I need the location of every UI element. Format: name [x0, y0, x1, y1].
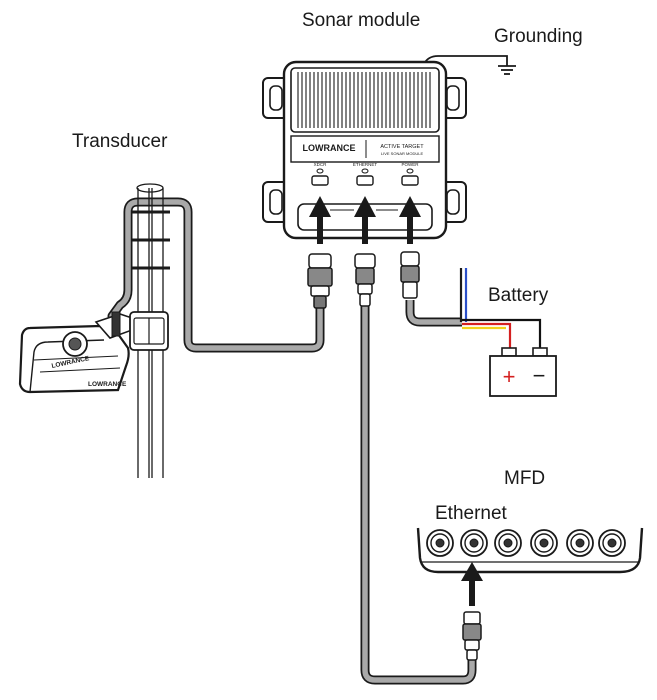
- ethernet-port-icon: [356, 175, 374, 186]
- mfd-port-icon: [530, 529, 558, 557]
- mfd-ethernet-connector: [462, 611, 482, 661]
- module-arrows: [309, 196, 421, 244]
- arrow-up-icon: [309, 196, 331, 217]
- mfd-ethernet-port-icon: [460, 529, 488, 557]
- battery-positive-terminal: [501, 347, 517, 357]
- arrow-up-icon: [461, 562, 483, 581]
- battery-plus-sign: +: [503, 364, 516, 389]
- battery-body: [489, 355, 557, 397]
- ethernet-cable: [360, 305, 477, 685]
- grounding-label: Grounding: [494, 26, 583, 47]
- power-wires: [459, 268, 542, 350]
- arrow-up-icon: [399, 196, 421, 217]
- power-connector: [400, 251, 420, 299]
- ethernet-label: Ethernet: [435, 503, 507, 524]
- transducer: LOWRANCE LOWRANCE: [18, 311, 169, 394]
- mfd-port-icon: [494, 529, 522, 557]
- transducer-label: Transducer: [72, 131, 168, 152]
- mfd-port-icon: [598, 529, 626, 557]
- transducer-brand-text-2: LOWRANCE: [88, 381, 127, 388]
- battery-label: Battery: [488, 285, 549, 306]
- mfd-port-icon: [426, 529, 454, 557]
- port-label-power: POWER: [401, 162, 419, 167]
- mfd-port-icon: [566, 529, 594, 557]
- module-product-line2: LIVE SONAR MODULE: [381, 151, 424, 156]
- mfd-arrow: [461, 562, 483, 606]
- port-label-ethernet: ETHERNET: [353, 162, 378, 167]
- battery-minus-sign: −: [533, 363, 546, 388]
- power-port-icon: [401, 175, 419, 186]
- port-label-xdcr: XDCR: [314, 162, 328, 167]
- ethernet-connector: [354, 253, 376, 307]
- mfd: [416, 527, 644, 574]
- module-brand: LOWRANCE: [303, 143, 356, 153]
- transducer-cable: [107, 197, 325, 353]
- heatsink: [290, 67, 440, 133]
- xdcr-port-icon: [311, 175, 329, 186]
- arrow-up-icon: [354, 196, 376, 217]
- power-cable: [405, 300, 462, 327]
- xdcr-connector: [307, 253, 333, 309]
- mfd-label: MFD: [504, 468, 546, 489]
- battery-negative-terminal: [532, 347, 548, 357]
- module-product-line1: ACTIVE TARGET: [380, 144, 424, 150]
- battery: + −: [489, 347, 557, 397]
- sonar-module-label: Sonar module: [302, 10, 421, 31]
